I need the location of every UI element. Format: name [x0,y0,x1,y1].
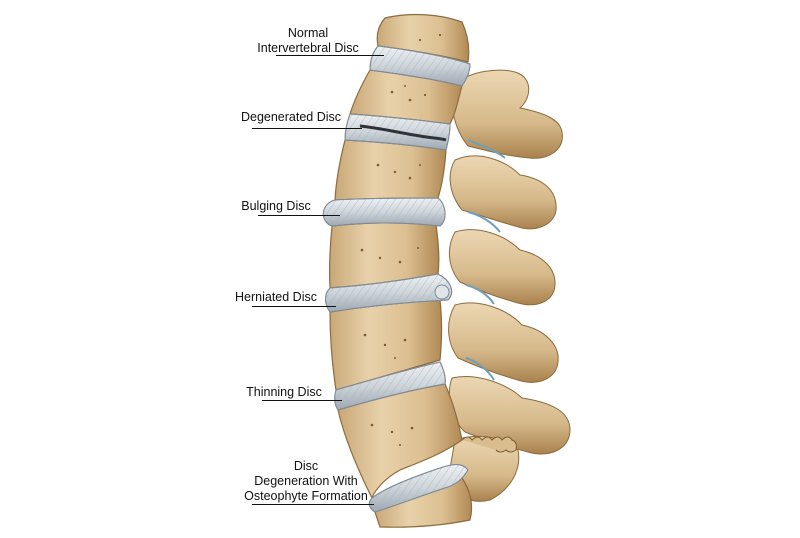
leader-line-thinning [262,400,342,401]
leader-line-osteophyte [252,504,374,505]
label-thinning-disc: Thinning Disc [246,385,322,399]
intervertebral-discs [322,45,471,513]
label-osteo-line3: Osteophyte Formation [244,489,368,503]
osteophyte-growth [461,436,517,453]
label-osteo-line2: Degeneration With [254,474,358,488]
label-normal-disc: Normal Intervertebral Disc [250,26,366,56]
label-osteo-line1: Disc [293,459,319,473]
label-normal-line1: Normal [287,26,329,40]
label-normal-line2: Intervertebral Disc [257,41,359,55]
label-herniated-disc: Herniated Disc [235,290,317,304]
leader-line-normal [276,55,384,56]
leader-line-bulging [258,215,340,216]
facet-joints [465,139,506,381]
label-bulging-disc: Bulging Disc [241,199,311,213]
label-degenerated-disc: Degenerated Disc [240,110,342,124]
label-osteophyte-disc: Disc Degeneration With Osteophyte Format… [236,459,376,504]
bone-texture [360,33,442,446]
leader-line-herniated [252,306,336,307]
leader-line-degenerated [252,128,362,129]
vertebral-bodies [329,13,473,528]
